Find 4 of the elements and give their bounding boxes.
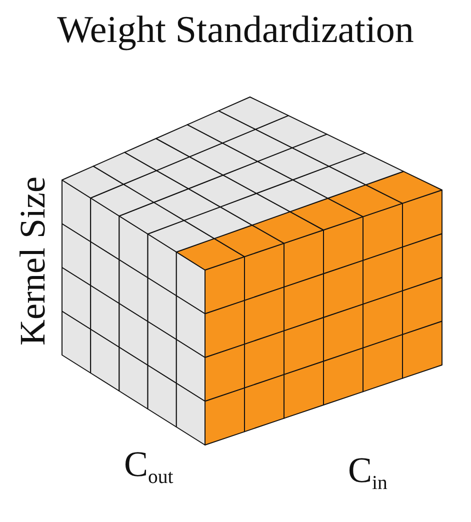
title: Weight Standardization	[56, 8, 415, 52]
axis-label: C$_{out}$	[124, 446, 174, 488]
axis-label: Kernel Size	[14, 176, 50, 346]
axis-label: C$_{in}$	[348, 452, 388, 494]
